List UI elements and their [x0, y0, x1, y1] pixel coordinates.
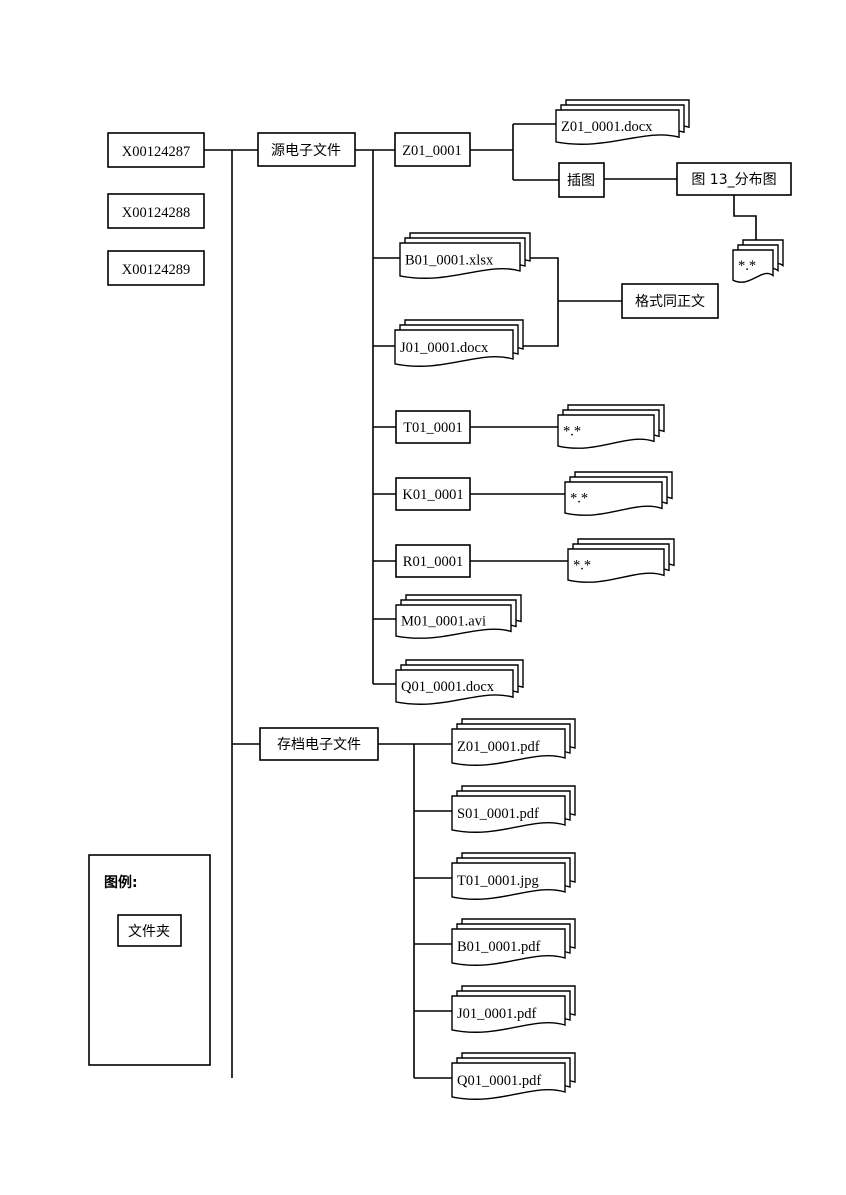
- folder-k01: K01_0001: [395, 477, 471, 511]
- file-label: *.*: [738, 258, 756, 274]
- file-r01-wildcard: *.*: [567, 538, 675, 583]
- record-label: X00124288: [122, 205, 190, 221]
- folder-label: K01_0001: [402, 487, 463, 503]
- file-label: T01_0001.jpg: [457, 873, 539, 889]
- file-b01-xlsx: B01_0001.xlsx: [399, 232, 531, 279]
- legend-folder-swatch: [117, 914, 182, 947]
- record-box: X00124287: [107, 132, 205, 168]
- file-label: J01_0001.pdf: [457, 1006, 537, 1022]
- file-figure-wildcard: *.*: [732, 239, 784, 283]
- folder-z01: Z01_0001: [394, 132, 471, 167]
- folder-label: R01_0001: [403, 554, 463, 570]
- folder-label: 插图: [567, 173, 595, 189]
- connector-lines: [204, 123, 757, 1079]
- file-z01-docx: Z01_0001.docx: [555, 99, 690, 145]
- archive-file: J01_0001.pdf: [451, 985, 576, 1033]
- file-j01-docx: J01_0001.docx: [394, 319, 524, 367]
- folder-t01: T01_0001: [395, 410, 471, 444]
- archive-file: B01_0001.pdf: [451, 918, 576, 966]
- folder-illustrations: 插图: [558, 162, 605, 198]
- folder-same-format: 格式同正文: [621, 283, 719, 319]
- archive-file: S01_0001.pdf: [451, 785, 576, 833]
- file-q01-docx: Q01_0001.docx: [395, 659, 524, 705]
- legend: 图例: 文件夹: [88, 854, 211, 1066]
- folder-label: 图 13_分布图: [691, 172, 776, 188]
- file-label: S01_0001.pdf: [457, 806, 539, 822]
- file-label: M01_0001.avi: [401, 614, 486, 630]
- file-label: *.*: [573, 558, 591, 574]
- record-label: X00124289: [122, 262, 190, 278]
- folder-source-electronic-files: 源电子文件: [257, 132, 356, 167]
- file-label: J01_0001.docx: [400, 340, 489, 356]
- folder-archive-electronic-files: 存档电子文件: [259, 727, 379, 761]
- folder-figure-13: 图 13_分布图: [676, 162, 792, 196]
- archive-file: Z01_0001.pdf: [451, 718, 576, 766]
- folder-r01: R01_0001: [395, 544, 471, 578]
- folder-label: T01_0001: [403, 420, 463, 436]
- folder-label: 存档电子文件: [277, 737, 361, 753]
- folder-label: Z01_0001: [402, 143, 462, 159]
- legend-title: 图例:: [104, 874, 138, 891]
- record-box: X00124289: [107, 250, 205, 286]
- archive-file: T01_0001.jpg: [451, 852, 576, 900]
- file-t01-wildcard: *.*: [557, 404, 665, 449]
- file-label: Q01_0001.docx: [401, 679, 495, 695]
- record-label: X00124287: [122, 144, 190, 160]
- file-label: B01_0001.pdf: [457, 939, 541, 955]
- file-m01-avi: M01_0001.avi: [395, 594, 522, 639]
- archive-file: Q01_0001.pdf: [451, 1052, 576, 1100]
- file-label: Z01_0001.docx: [561, 119, 653, 135]
- file-label: Z01_0001.pdf: [457, 739, 540, 755]
- file-label: B01_0001.xlsx: [405, 253, 494, 269]
- file-label: *.*: [563, 424, 581, 440]
- folder-label: 格式同正文: [635, 294, 705, 310]
- legend-folder-label: 文件夹: [128, 924, 170, 940]
- record-box: X00124288: [107, 193, 205, 229]
- file-label: *.*: [570, 491, 588, 507]
- file-label: Q01_0001.pdf: [457, 1073, 541, 1089]
- file-k01-wildcard: *.*: [564, 471, 673, 516]
- folder-label: 源电子文件: [271, 143, 341, 159]
